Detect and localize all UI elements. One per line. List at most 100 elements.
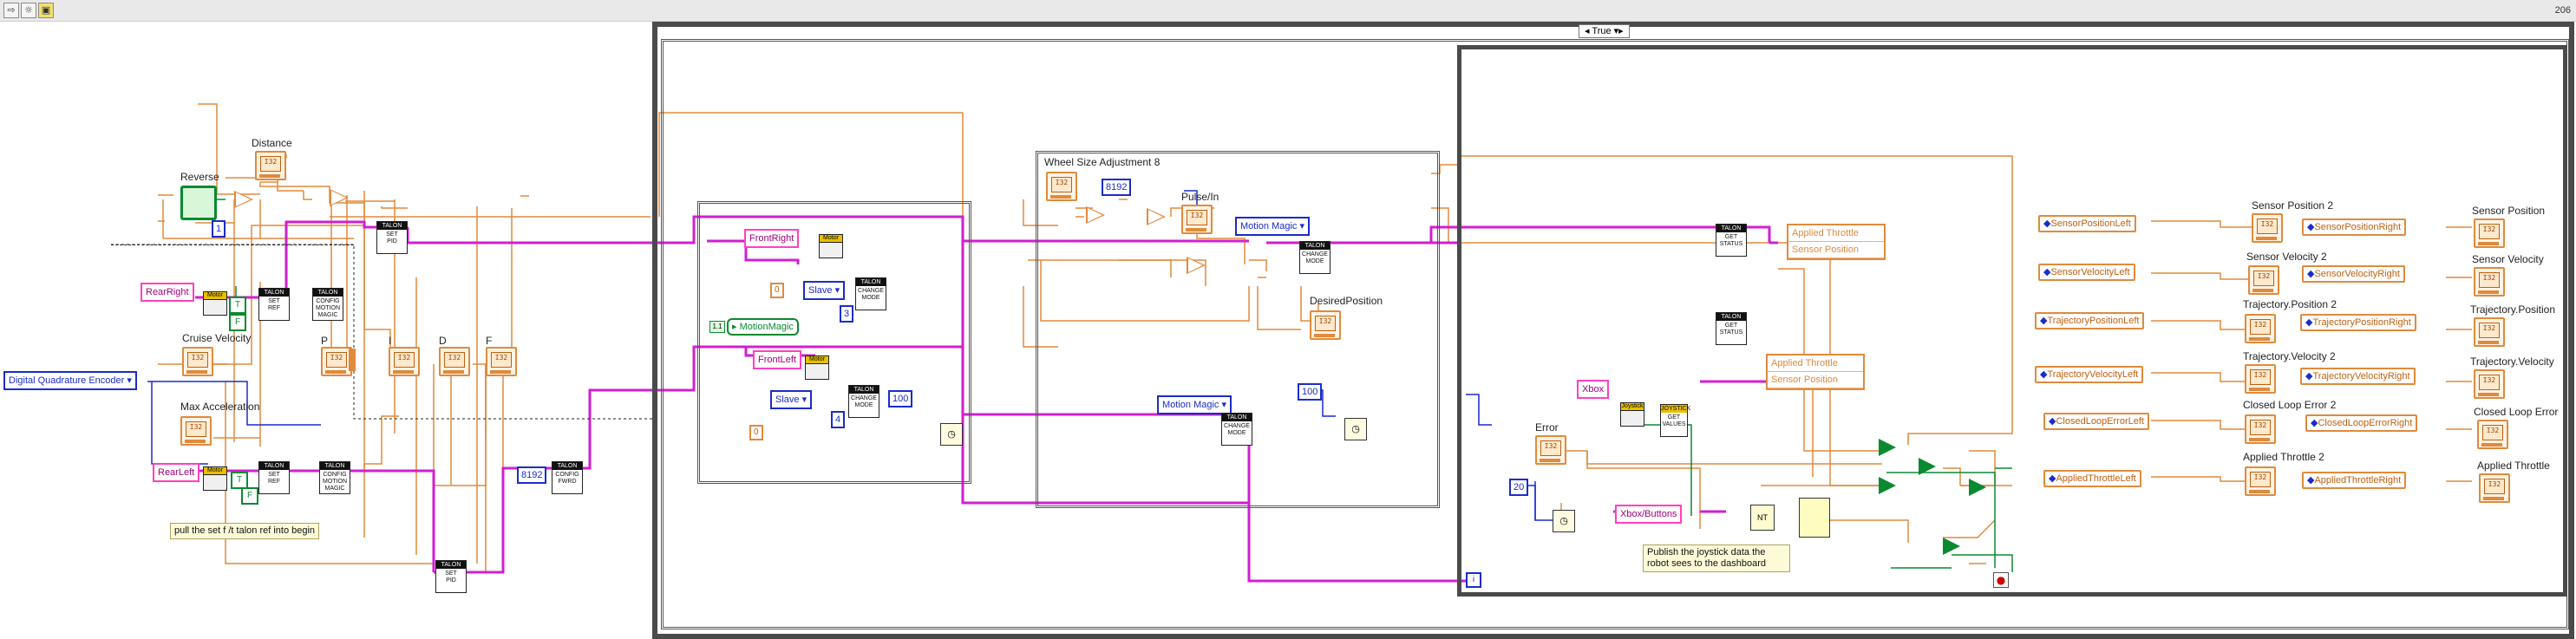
const-8192-a: 8192 — [517, 466, 547, 484]
desired-position-indicator: I32 — [1310, 310, 1341, 340]
motion-magic-ref-label: MotionMagic — [739, 322, 794, 332]
trajectory-velocity-2-label: Trajectory.Velocity 2 — [2243, 350, 2336, 362]
prop-sensor-position-right[interactable]: SensorPositionRight — [2302, 218, 2407, 236]
max-acceleration-control[interactable]: I32 — [180, 416, 212, 446]
case-selector[interactable]: ◂ True ▾▸ — [1579, 24, 1630, 38]
slave-enum-1[interactable]: Slave ▾ — [803, 281, 846, 300]
const-100-b: 100 — [1298, 383, 1323, 401]
p-control[interactable]: I32 — [321, 347, 352, 376]
prop-trajectory-position-right[interactable]: TrajectoryPositionRight — [2300, 314, 2416, 331]
true-bool-1[interactable]: T — [229, 297, 246, 314]
prop-closed-loop-error-left[interactable]: ClosedLoopErrorLeft — [2043, 413, 2149, 430]
build-array-icon[interactable] — [1799, 498, 1830, 538]
multiply-node-3 — [1187, 257, 1206, 274]
wait-ms-icon-1[interactable]: ◷ — [940, 423, 963, 446]
sensor-position-2-label: Sensor Position 2 — [2252, 199, 2334, 212]
prop-sensor-position-left[interactable]: SensorPositionLeft — [2038, 215, 2136, 232]
xbox-buttons-const[interactable]: Xbox/Buttons — [1615, 505, 1683, 524]
highlight-execution-icon[interactable]: ☼ — [21, 3, 36, 18]
prop-applied-throttle-left[interactable]: AppliedThrottleLeft — [2043, 470, 2141, 487]
motion-magic-ref[interactable]: ▸ MotionMagic — [727, 318, 799, 336]
d-control[interactable]: I32 — [439, 347, 470, 376]
cruise-velocity-control[interactable]: I32 — [182, 347, 213, 376]
motor-front-left[interactable]: Motor — [805, 355, 829, 380]
bundle-applied-throttle-1: Applied Throttle — [1788, 225, 1884, 242]
wait-ms-icon-2[interactable]: ◷ — [1344, 418, 1367, 440]
error-label: Error — [1535, 421, 1559, 434]
retain-wire-values-icon[interactable]: ▣ — [38, 3, 54, 18]
prop-trajectory-position-left[interactable]: TrajectoryPositionLeft — [2035, 312, 2145, 329]
encoder-enum[interactable]: Digital Quadrature Encoder ▾ — [3, 371, 137, 390]
f-control[interactable]: I32 — [486, 347, 517, 376]
slave-enum-2[interactable]: Slave ▾ — [770, 390, 813, 409]
prop-sensor-velocity-left[interactable]: SensorVelocityLeft — [2038, 264, 2135, 281]
trajectory-position-label: Trajectory.Position — [2470, 303, 2556, 316]
prop-trajectory-velocity-right[interactable]: TrajectoryVelocityRight — [2300, 368, 2416, 385]
reverse-toggle[interactable] — [180, 186, 217, 220]
motor-open-subvi-2[interactable]: Motor — [203, 466, 227, 491]
stop-button-icon[interactable]: ● — [1993, 572, 2009, 588]
sensor-position-label: Sensor Position — [2472, 205, 2546, 217]
pulse-in-label: Pulse/In — [1181, 191, 1219, 203]
divide-node — [1147, 208, 1166, 225]
applied-throttle-indicator: I32 — [2479, 473, 2510, 503]
sensor-velocity-2-indicator: I32 — [2248, 265, 2279, 295]
joystick-open-subvi[interactable]: Joystick — [1620, 402, 1644, 427]
inner-loop-frame — [1457, 45, 2567, 597]
slave-enum-1-label: Slave — [808, 285, 833, 296]
front-left-const[interactable]: FrontLeft — [753, 350, 802, 369]
rear-right-const[interactable]: RearRight — [141, 283, 194, 302]
multiply-node — [330, 189, 349, 206]
distance-label: Distance — [252, 137, 292, 149]
prop-trajectory-velocity-left[interactable]: TrajectoryVelocityLeft — [2035, 366, 2144, 383]
block-diagram-toolbar: ⇨ ☼ ▣ 206 — [0, 0, 2576, 22]
case-selector-label: True — [1592, 26, 1612, 36]
bundle-sensor-position-2: Sensor Position — [1768, 372, 1863, 388]
wait-ms-icon-3[interactable]: ◷ — [1553, 510, 1575, 532]
motor-open-subvi[interactable]: Motor — [203, 291, 227, 316]
false-bool-2[interactable]: F — [241, 487, 258, 505]
true-bool-2[interactable]: T — [231, 472, 248, 489]
d-label: D — [439, 335, 447, 347]
motor-front-right[interactable]: Motor — [819, 234, 843, 258]
wheel-size-control[interactable]: I32 — [1046, 172, 1077, 201]
prop-applied-throttle-right[interactable]: AppliedThrottleRight — [2302, 472, 2407, 489]
p-label: P — [321, 335, 329, 347]
publish-comment: Publish the joystick data the robot sees… — [1643, 544, 1790, 572]
xbox-const[interactable]: Xbox — [1577, 380, 1610, 399]
bundle-sensor-position-1: Sensor Position — [1788, 242, 1884, 258]
const-100-a: 100 — [888, 390, 913, 408]
network-table-write-icon[interactable]: NT — [1750, 505, 1775, 531]
i-control[interactable]: I32 — [389, 347, 420, 376]
iteration-terminal: i — [1466, 572, 1481, 588]
false-bool-1[interactable]: F — [229, 314, 246, 331]
trajectory-velocity-label: Trajectory.Velocity — [2470, 355, 2554, 368]
const-1: 1 — [212, 220, 226, 238]
run-arrow-icon[interactable]: ⇨ — [3, 3, 19, 18]
motion-magic-enum-2-label: Motion Magic — [1162, 400, 1219, 410]
const-8192-b: 8192 — [1102, 179, 1132, 196]
prop-closed-loop-error-right[interactable]: ClosedLoopErrorRight — [2305, 414, 2418, 432]
motion-magic-enum-2[interactable]: Motion Magic ▾ — [1157, 395, 1232, 414]
prop-sensor-velocity-right[interactable]: SensorVelocityRight — [2302, 265, 2405, 283]
motion-magic-enum-1[interactable]: Motion Magic ▾ — [1235, 217, 1310, 236]
sensor-velocity-2-label: Sensor Velocity 2 — [2246, 251, 2327, 263]
distance-control[interactable]: I32 — [255, 151, 286, 180]
rear-left-const[interactable]: RearLeft — [153, 463, 200, 482]
front-right-const[interactable]: FrontRight — [744, 229, 800, 248]
sensor-position-indicator: I32 — [2474, 218, 2505, 248]
